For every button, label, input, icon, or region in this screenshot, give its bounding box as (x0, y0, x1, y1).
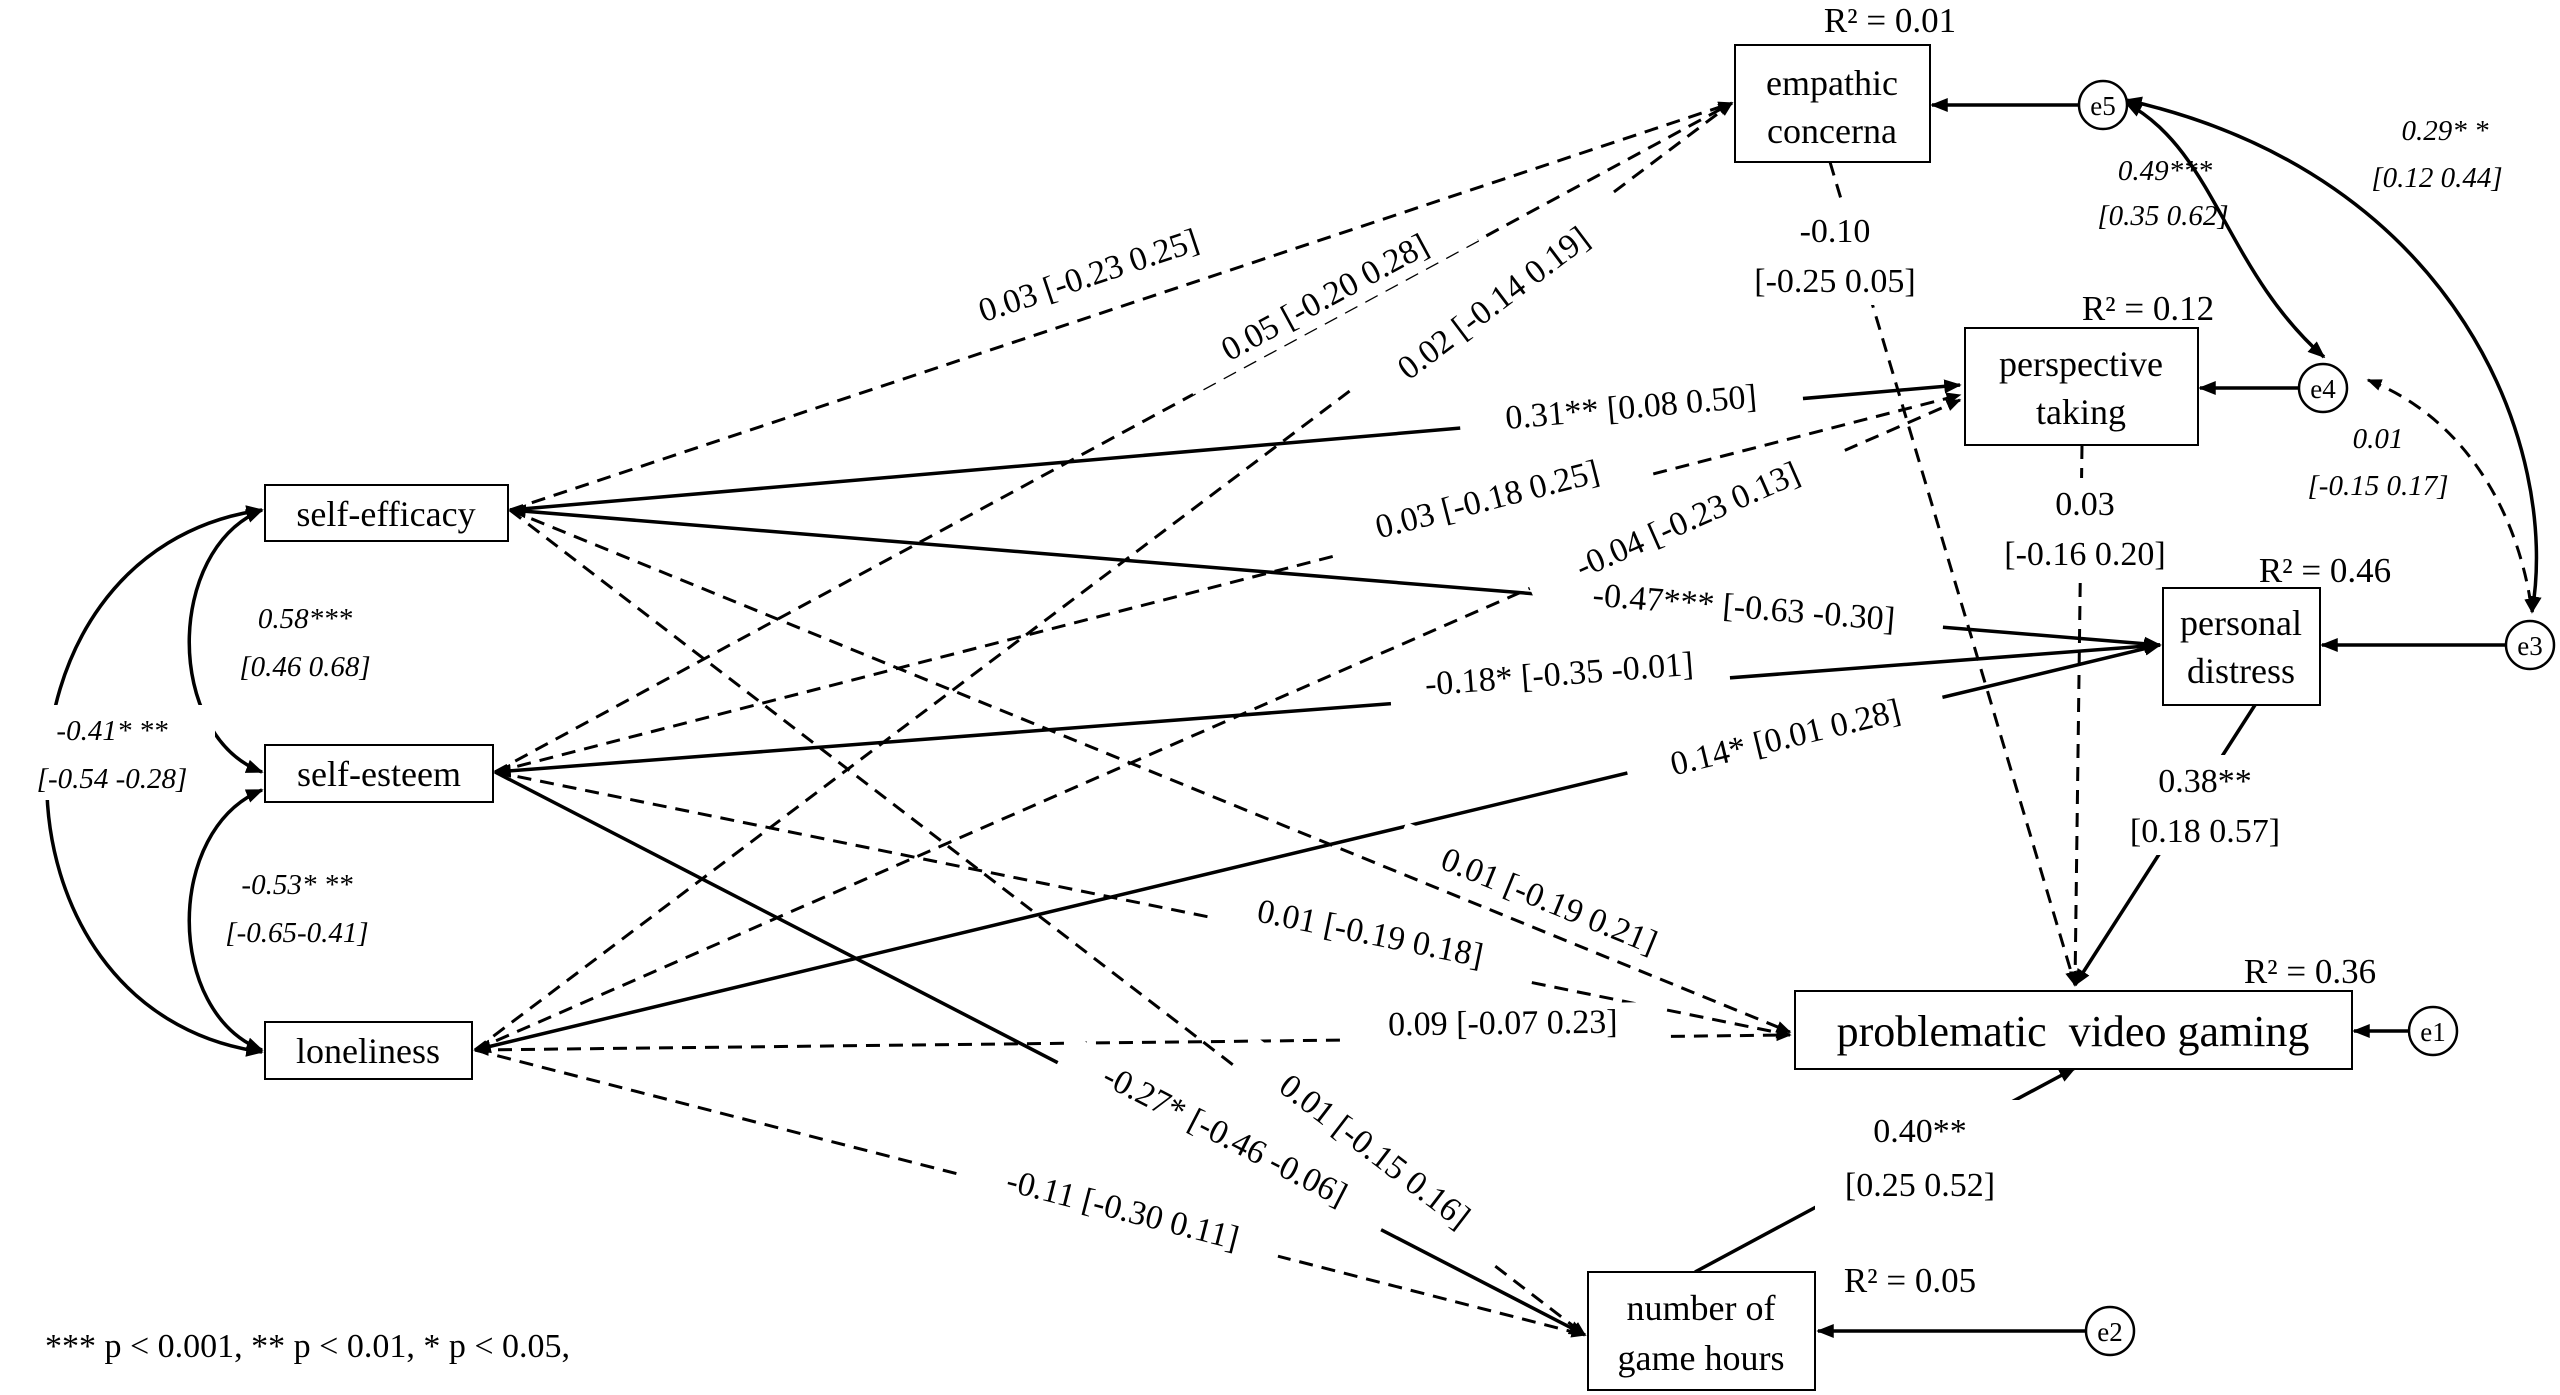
error-e1: e1 (2420, 1017, 2445, 1047)
node-label-hours-line2: game hours (1618, 1338, 1785, 1378)
node-problematic-video-gaming: problematic video gaming (1794, 990, 2353, 1070)
corr-label-self-esteem-loneliness-coef: -0.53* ** (241, 869, 353, 901)
corr-label-e4-e3-coef: 0.01 (2353, 423, 2404, 455)
node-self-efficacy: self-efficacy (264, 484, 509, 542)
node-label-distress-line1: personal (2180, 603, 2302, 643)
error-e4: e4 (2310, 374, 2336, 404)
correlation-arc-self-esteem-loneliness (187, 788, 264, 1052)
node-label-perspective-line1: perspective (1999, 344, 2163, 384)
path-label-empathic-to-gaming-coef: -0.10 (1800, 213, 1871, 250)
corr-label-e5-e4-coef: 0.49*** (2118, 155, 2213, 187)
path-label-self-efficacy-to-empathic: 0.03 [-0.23 0.25] (974, 222, 1203, 330)
corr-label-e5-e3-ci: [0.12 0.44] (2371, 162, 2502, 194)
r-squared-perspective: R² = 0.12 (2082, 289, 2214, 328)
r-squared-labels: R² = 0.01 R² = 0.12 R² = 0.46 R² = 0.36 … (1824, 1, 2391, 1300)
r-squared-distress: R² = 0.46 (2259, 551, 2391, 590)
path-line-self-efficacy-to-gaming (509, 508, 1792, 1034)
corr-label-e5-e3-coef: 0.29* * (2402, 115, 2490, 147)
path-label-distress-to-gaming-coef: 0.38** (2158, 763, 2252, 800)
path-label-hours-to-gaming-coef: 0.40** (1873, 1113, 1967, 1150)
path-line-self-efficacy-to-empathic (509, 101, 1734, 512)
node-label-distress-line2: distress (2187, 651, 2295, 691)
node-label-empathic-line1: empathic (1766, 63, 1898, 103)
correlation-labels: 0.58*** [0.46 0.68] -0.41* ** [-0.54 -0.… (15, 115, 2503, 949)
node-label-loneliness: loneliness (296, 1031, 440, 1071)
node-self-esteem: self-esteem (264, 744, 494, 803)
node-label-hours-line1: number of (1627, 1288, 1776, 1328)
node-label-perspective-line2: taking (2036, 392, 2126, 432)
path-label-perspective-to-gaming-ci: [-0.16 0.20] (2004, 536, 2165, 573)
error-e2: e2 (2097, 1317, 2122, 1347)
r-squared-empathic: R² = 0.01 (1824, 1, 1956, 40)
path-label-self-esteem-to-empathic: 0.05 [-0.20 0.28] (1215, 227, 1434, 369)
error-terms: e5 e4 e3 e1 e2 (2077, 79, 2556, 1357)
correlation-arc-self-efficacy-self-esteem (187, 508, 264, 774)
error-e5: e5 (2090, 91, 2115, 121)
node-loneliness: loneliness (264, 1021, 473, 1080)
path-line-loneliness-to-gaming (473, 1029, 1792, 1056)
corr-label-e4-e3-ci: [-0.15 0.17] (2308, 470, 2449, 502)
corr-label-self-efficacy-loneliness-coef: -0.41* ** (56, 715, 168, 747)
node-label-self-esteem: self-esteem (297, 754, 461, 794)
path-label-empathic-to-gaming-ci: [-0.25 0.05] (1754, 263, 1915, 300)
node-perspective-taking: perspective taking (1964, 327, 2199, 446)
path-label-self-esteem-to-hours: -0.27* [-0.46 -0.06] (1097, 1058, 1353, 1214)
error-e3: e3 (2517, 631, 2542, 661)
r-squared-hours: R² = 0.05 (1844, 1261, 1976, 1300)
node-game-hours: number of game hours (1587, 1271, 1816, 1391)
path-label-hours-to-gaming-ci: [0.25 0.52] (1845, 1167, 1995, 1204)
node-personal-distress: personal distress (2162, 587, 2321, 706)
nodes: self-efficacy self-esteem loneliness emp… (264, 44, 2353, 1391)
path-line-self-esteem-to-gaming (494, 770, 1792, 1039)
r-squared-gaming: R² = 0.36 (2244, 952, 2376, 991)
corr-label-self-efficacy-self-esteem-ci: [0.46 0.68] (239, 651, 370, 683)
corr-label-e5-e4-ci: [0.35 0.62] (2097, 200, 2228, 232)
path-line-perspective-to-gaming (2069, 444, 2084, 987)
path-label-distress-to-gaming-ci: [0.18 0.57] (2130, 813, 2280, 850)
correlation-arc-e4-e3 (2366, 378, 2537, 614)
node-label-gaming: problematic video gaming (1837, 1007, 2310, 1056)
path-label-perspective-to-gaming-coef: 0.03 (2055, 486, 2115, 523)
path-label-loneliness-to-gaming: 0.09 [-0.07 0.23] (1388, 1004, 1618, 1044)
path-line-loneliness-to-hours (474, 1048, 1587, 1338)
path-label-self-esteem-to-gaming: 0.01 [-0.19 0.18] (1254, 893, 1486, 975)
significance-footnote: *** p < 0.001, ** p < 0.01, * p < 0.05, (45, 1328, 570, 1365)
node-label-self-efficacy: self-efficacy (296, 494, 475, 534)
corr-label-self-efficacy-loneliness-ci: [-0.54 -0.28] (37, 763, 188, 795)
path-line-self-esteem-to-hours (494, 770, 1587, 1337)
node-empathic-concern: empathic concerna (1734, 44, 1931, 163)
node-label-empathic-line2: concerna (1767, 111, 1897, 151)
corr-label-self-efficacy-self-esteem-coef: 0.58*** (258, 603, 353, 635)
corr-label-self-esteem-loneliness-ci: [-0.65-0.41] (225, 917, 368, 949)
